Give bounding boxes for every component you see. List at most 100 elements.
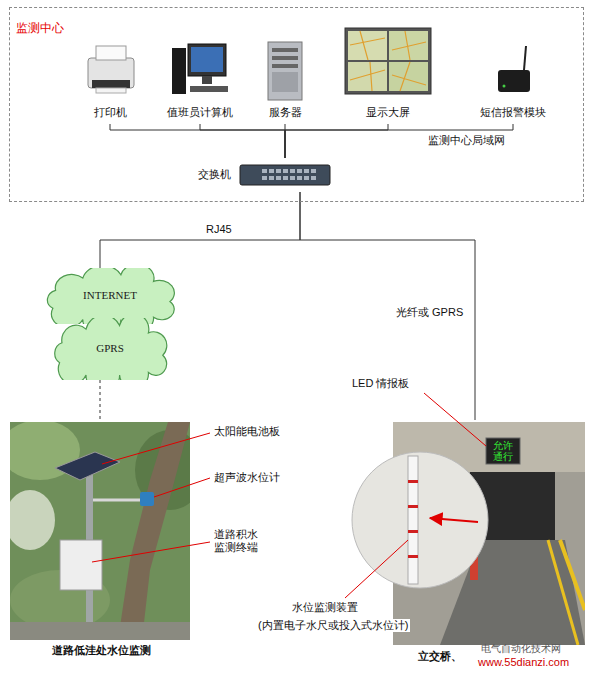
gauge-inset <box>408 505 418 508</box>
display-wall-icon <box>345 28 431 94</box>
link-label: RJ45 <box>204 223 234 236</box>
display-wall-icon <box>389 31 428 60</box>
gauge-inset <box>352 452 488 588</box>
sms-module-icon <box>503 85 506 88</box>
network-cable <box>100 192 300 268</box>
region-title: 监测中心 <box>16 21 64 36</box>
sms-module-icon <box>524 46 526 70</box>
network-cable <box>110 124 285 158</box>
callout-leader <box>102 433 210 464</box>
road-site-photo <box>55 452 120 480</box>
device-node: 打印机 <box>89 26 132 124</box>
switch-icon <box>311 176 316 180</box>
road-site-photo <box>10 622 190 640</box>
device-node: 显示大屏 <box>361 26 415 124</box>
switch-icon <box>269 169 274 173</box>
sms-module-icon <box>498 46 530 92</box>
sign-text: 允许 <box>493 440 513 451</box>
computer-icon <box>188 44 226 76</box>
network-cable <box>300 192 475 420</box>
network-cloud: GPRS <box>50 318 170 380</box>
network-cloud: INTERNET <box>42 268 178 324</box>
display-wall-icon <box>350 31 426 91</box>
watermark: 电气自动化技术网 <box>481 643 561 654</box>
node-label: 短信报警模块 <box>480 106 546 120</box>
switch-icon <box>262 176 267 180</box>
callout-label: 道路积水监测终端 <box>214 528 260 554</box>
printer-icon <box>96 46 126 60</box>
cloud-outline <box>55 318 167 380</box>
computer-icon <box>172 48 186 94</box>
computer-icon <box>190 86 228 92</box>
computer-icon <box>202 76 212 84</box>
device-node: 短信报警模块 <box>475 26 551 124</box>
gauge-inset <box>408 480 418 483</box>
switch-icon <box>297 176 302 180</box>
callout-leader <box>424 393 486 446</box>
node-label: 显示大屏 <box>366 106 410 120</box>
printer-icon <box>88 58 134 88</box>
display-wall-icon <box>348 31 387 60</box>
computer-icon <box>191 47 223 72</box>
callout-leader <box>154 478 210 497</box>
callout-label: 水位监测装置 <box>290 601 360 614</box>
road-site-photo <box>118 422 190 640</box>
switch-icon <box>304 169 309 173</box>
gauge-inset <box>430 518 478 522</box>
road-site-photo <box>10 490 55 550</box>
road-site-photo <box>93 499 142 502</box>
server-icon <box>272 56 298 60</box>
site-photo-node: 道路低洼处水位监测 <box>8 420 194 664</box>
network-cable <box>200 124 285 158</box>
photo-caption: 道路低洼处水位监测 <box>52 644 151 658</box>
underpass-site-photo <box>548 540 578 645</box>
gauge-inset <box>408 456 418 584</box>
switch-icon <box>283 176 288 180</box>
device-node: 服务器 <box>264 26 307 124</box>
switch-icon <box>240 165 330 185</box>
server-icon <box>272 64 298 68</box>
switch-icon <box>304 176 309 180</box>
switch-icon <box>269 176 274 180</box>
node-label: 服务器 <box>269 106 302 120</box>
gauge-inset <box>408 555 418 558</box>
road-site-photo <box>140 492 154 506</box>
switch-icon <box>276 176 281 180</box>
switch-icon <box>297 169 302 173</box>
site-photo-node: 立交桥、 <box>390 420 586 670</box>
callout-label: 太阳能电池板 <box>214 425 280 438</box>
callout-leader <box>92 542 210 562</box>
callout-leader <box>345 540 408 598</box>
cloud-outline <box>47 268 174 324</box>
device-node: 值班员计算机 <box>162 26 238 124</box>
callout-label: LED 情报板 <box>352 377 409 390</box>
node-label: INTERNET <box>83 289 137 303</box>
callout-leader <box>92 393 486 598</box>
callout-label: (内置电子水尺或投入式水位计) <box>256 619 410 632</box>
server-icon <box>268 42 302 100</box>
sign-text: 通行 <box>493 451 513 462</box>
sms-module-icon <box>498 70 530 92</box>
monitoring-center-region: 监测中心打印机值班员计算机服务器显示大屏短信报警模块交换机 <box>10 8 583 201</box>
switch-icon <box>276 169 281 173</box>
node-label: 打印机 <box>94 106 127 120</box>
switch-icon <box>262 169 267 173</box>
watermark: www.55dianzi.com <box>478 656 569 669</box>
road-site-photo <box>60 540 102 590</box>
gauge-inset <box>352 452 488 588</box>
network-cable <box>285 124 513 158</box>
server-icon <box>272 72 298 92</box>
switch-icon <box>283 169 288 173</box>
computer-icon <box>172 44 228 94</box>
display-wall-icon <box>345 28 431 94</box>
printer-icon <box>96 88 126 93</box>
gauge-inset <box>408 530 418 533</box>
display-wall-icon <box>348 62 387 91</box>
server-icon <box>268 42 302 100</box>
photo-caption: 立交桥、 <box>418 650 462 664</box>
wireless-link <box>100 380 101 420</box>
switch-icon <box>262 169 316 180</box>
switch-icon <box>240 165 330 185</box>
printer-icon <box>88 46 134 93</box>
